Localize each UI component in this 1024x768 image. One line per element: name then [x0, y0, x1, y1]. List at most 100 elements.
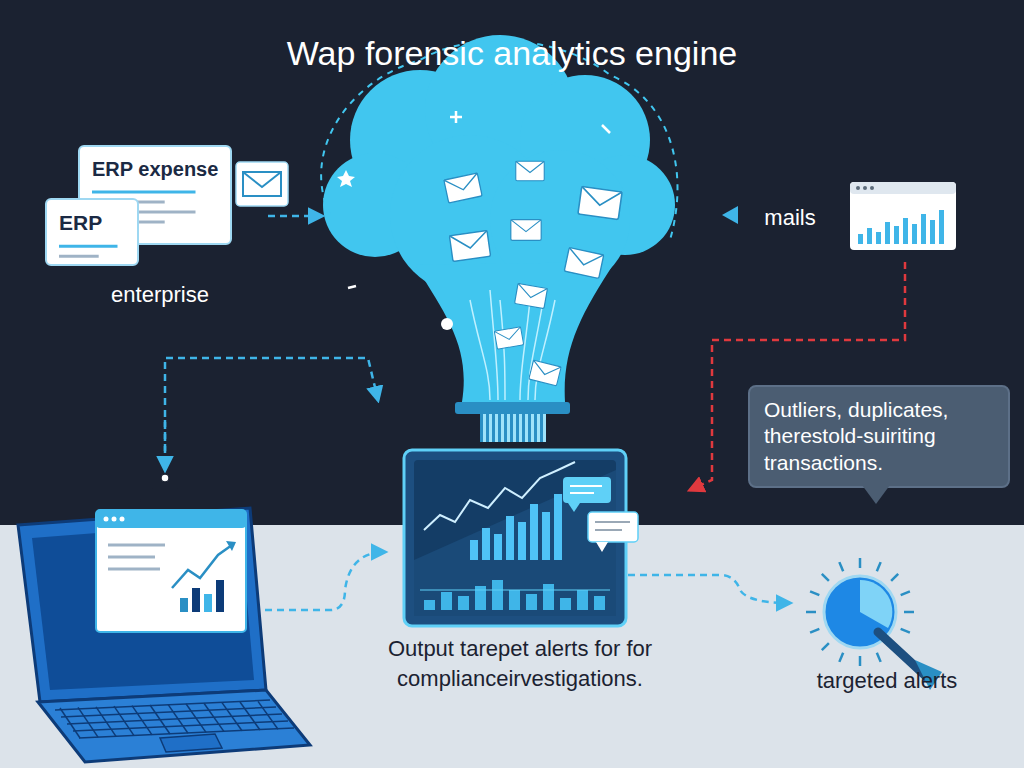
envelope-icons	[494, 327, 523, 350]
dashboard-panel	[424, 580, 605, 610]
alert-target	[810, 591, 819, 595]
alert-target	[877, 562, 881, 571]
hanging-card	[104, 517, 109, 522]
hanging-card	[96, 510, 246, 528]
dashboard-panel	[404, 450, 638, 626]
hanging-card	[128, 478, 165, 512]
source-label: mails	[740, 203, 840, 233]
alert-target	[877, 653, 881, 662]
sparkle	[348, 111, 610, 288]
browser-chart	[894, 226, 899, 244]
laptop	[60, 708, 80, 738]
alert-target	[822, 643, 829, 650]
alert-target	[822, 574, 829, 581]
alert-target	[839, 562, 843, 571]
cloud-shape	[415, 262, 615, 402]
dashboard-panel	[492, 580, 503, 610]
erp-card: ERP	[45, 198, 139, 266]
envelope-icons	[511, 220, 541, 241]
node-text: ERP	[59, 210, 127, 236]
laptop	[18, 508, 266, 702]
hanging-card	[165, 478, 202, 512]
laptop	[240, 702, 260, 730]
dashboard-panel	[554, 494, 562, 560]
flow-arrows	[165, 216, 790, 610]
node-text: ERP expense	[92, 157, 220, 182]
browser-chart	[863, 186, 867, 190]
alert-target	[901, 591, 910, 595]
hanging-card	[108, 544, 165, 547]
card-line	[59, 245, 118, 248]
laptop	[96, 707, 116, 737]
hanging-card	[108, 556, 155, 559]
flow-arrows	[265, 552, 385, 610]
alert-target	[806, 611, 816, 614]
dashboard-panel	[570, 485, 602, 487]
stream-lines	[470, 300, 490, 400]
envelope-icons	[444, 173, 482, 203]
hanging-card	[108, 568, 160, 571]
hanging-card	[192, 588, 200, 612]
laptop	[38, 690, 310, 762]
flow-arrows	[164, 420, 167, 470]
browser-chart	[876, 232, 881, 244]
browser-chart	[858, 210, 944, 244]
laptop	[258, 701, 278, 729]
envelope-icons	[529, 360, 561, 386]
output-note: Output tarepet alerts for for compliance…	[355, 634, 685, 693]
dashboard-panel	[594, 596, 605, 610]
hanging-card	[204, 594, 212, 612]
dashboard-panel	[542, 512, 550, 560]
mail-icon	[243, 172, 281, 187]
dashboard-panel	[570, 492, 594, 494]
dashboard-panel	[414, 470, 616, 616]
laptop	[168, 704, 188, 733]
hanging-card	[226, 541, 236, 551]
dashboard-panel	[420, 590, 610, 591]
laptop	[114, 706, 134, 735]
dashboard-panel	[526, 594, 537, 610]
dashboard-panel	[424, 600, 435, 610]
alert-target	[810, 629, 819, 633]
laptop	[132, 706, 152, 735]
dashboard-panel	[470, 494, 562, 560]
node-text: Outliers, duplicates, therestold-suiriti…	[764, 397, 996, 476]
flow-arrows	[165, 358, 378, 465]
browser-chart	[921, 214, 926, 244]
hanging-card	[180, 598, 188, 612]
dashboard-panel	[441, 592, 452, 610]
mail-arrowhead	[722, 206, 738, 224]
sparkle	[455, 111, 458, 123]
browser-chart	[885, 222, 890, 244]
dashboard-panel	[595, 529, 622, 531]
mail-icon	[236, 162, 288, 206]
dashboard-panel	[506, 516, 514, 560]
browser-chart	[850, 182, 956, 194]
dashboard-panel	[482, 528, 490, 560]
alert-target	[860, 580, 892, 628]
hanging-card	[96, 474, 246, 632]
envelope-icons	[449, 230, 490, 261]
browser-chart	[867, 228, 872, 244]
dashboard-panel	[543, 584, 554, 610]
hanging-card	[112, 517, 117, 522]
browser-chart	[939, 210, 944, 244]
title: Wap forensic analytics engine	[0, 34, 1024, 73]
envelope-icons	[516, 161, 545, 181]
callout-bubble: Outliers, duplicates, therestold-suiriti…	[748, 385, 1010, 488]
dot	[441, 318, 453, 330]
browser-chart	[870, 186, 874, 190]
laptop	[222, 703, 242, 731]
source-label: enterprise	[60, 280, 260, 310]
sparkle	[348, 286, 356, 288]
dashboard-panel	[588, 512, 638, 542]
browser-chart	[903, 218, 908, 244]
envelope-icons	[515, 283, 548, 308]
dashboard-panel	[518, 522, 526, 560]
connector-comb	[480, 414, 546, 442]
laptop	[55, 700, 294, 738]
alert-target	[904, 611, 914, 614]
hanging-card	[161, 474, 169, 482]
dashboard-panel	[560, 598, 571, 610]
dashboard-panel	[470, 540, 478, 560]
